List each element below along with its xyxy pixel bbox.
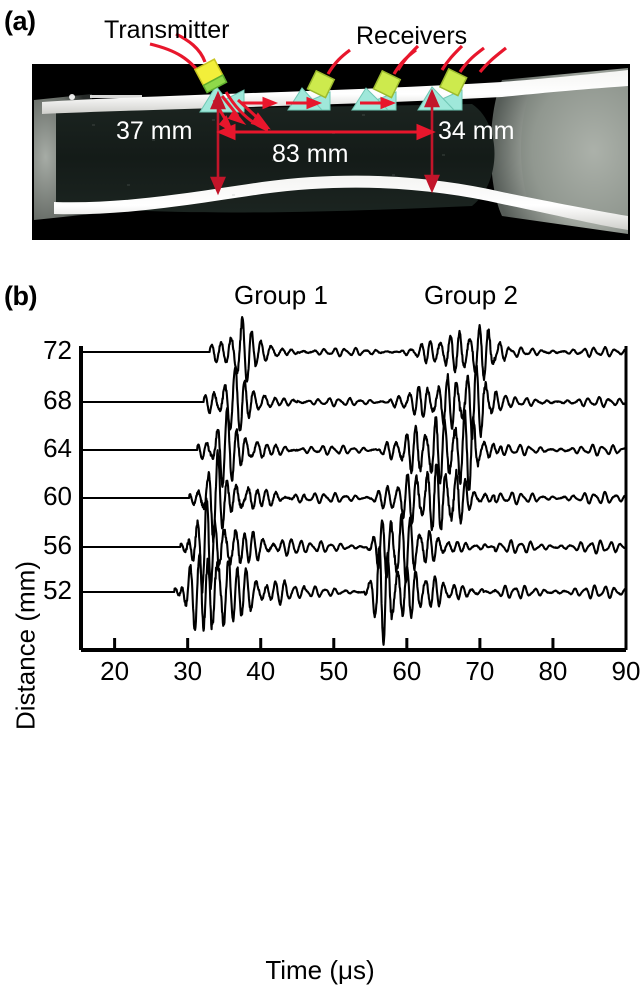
- dimension-arrow-distal: [424, 88, 440, 194]
- transmitter-probe: [175, 32, 245, 113]
- trace-distance-56mm: [80, 497, 627, 594]
- group-2-annotation: Group 2: [424, 280, 518, 310]
- receivers-label: Receivers: [356, 22, 468, 50]
- trace-distance-64mm: [80, 406, 627, 491]
- panel-a-ct-image: (a): [0, 0, 640, 270]
- trace-distance-72mm: [80, 316, 627, 383]
- receiver-leader-line-3: [478, 46, 507, 73]
- y-tick-label-60: 60: [43, 481, 72, 511]
- receiver-leader-line-2: [440, 44, 464, 71]
- dimension-label-37mm: 37 mm: [116, 117, 193, 145]
- x-tick-label-40: 40: [246, 656, 276, 686]
- x-tick-label-90: 90: [611, 656, 640, 686]
- trace-lines: [80, 316, 627, 646]
- x-axis-title: Time (μs): [265, 955, 375, 985]
- panel-b-label: (b): [4, 281, 37, 311]
- trace-distance-68mm: [80, 364, 627, 441]
- trace-distance-60mm: [80, 449, 627, 544]
- y-tick-label-52: 52: [43, 575, 72, 605]
- y-tick-label-68: 68: [43, 385, 72, 415]
- dimension-arrow-span: [216, 123, 436, 141]
- receiver-probe-1: [287, 48, 351, 111]
- x-axis-ticks: [113, 638, 628, 650]
- transducer-and-annotation-overlay: [149, 32, 507, 196]
- x-tick-label-50: 50: [319, 656, 349, 686]
- x-tick-label-70: 70: [465, 656, 495, 686]
- y-tick-label-64: 64: [43, 433, 72, 463]
- dimension-label-83mm: 83 mm: [272, 140, 349, 168]
- panel-a-label: (a): [4, 6, 36, 36]
- group-1-annotation: Group 1: [234, 280, 328, 310]
- dimension-arrow-proximal: [210, 90, 226, 196]
- waveform-traces-svg: [79, 316, 628, 652]
- transmitter-label: Transmitter: [104, 16, 230, 44]
- y-tick-label-72: 72: [43, 335, 72, 365]
- trace-distance-52mm: [80, 545, 627, 646]
- dimension-label-34mm: 34 mm: [438, 117, 515, 145]
- x-tick-label-30: 30: [173, 656, 203, 686]
- bone-ct-scan-image: [32, 64, 630, 240]
- panel-b-waveform-plot: (b) Group 1 Group 2 72 68 64 60 56 52 20 30 40 5…: [0, 270, 640, 985]
- x-tick-label-80: 80: [538, 656, 568, 686]
- x-tick-label-60: 60: [392, 656, 422, 686]
- y-tick-label-56: 56: [43, 530, 72, 560]
- x-tick-label-20: 20: [100, 656, 130, 686]
- wave-direction-arrows: [242, 96, 397, 110]
